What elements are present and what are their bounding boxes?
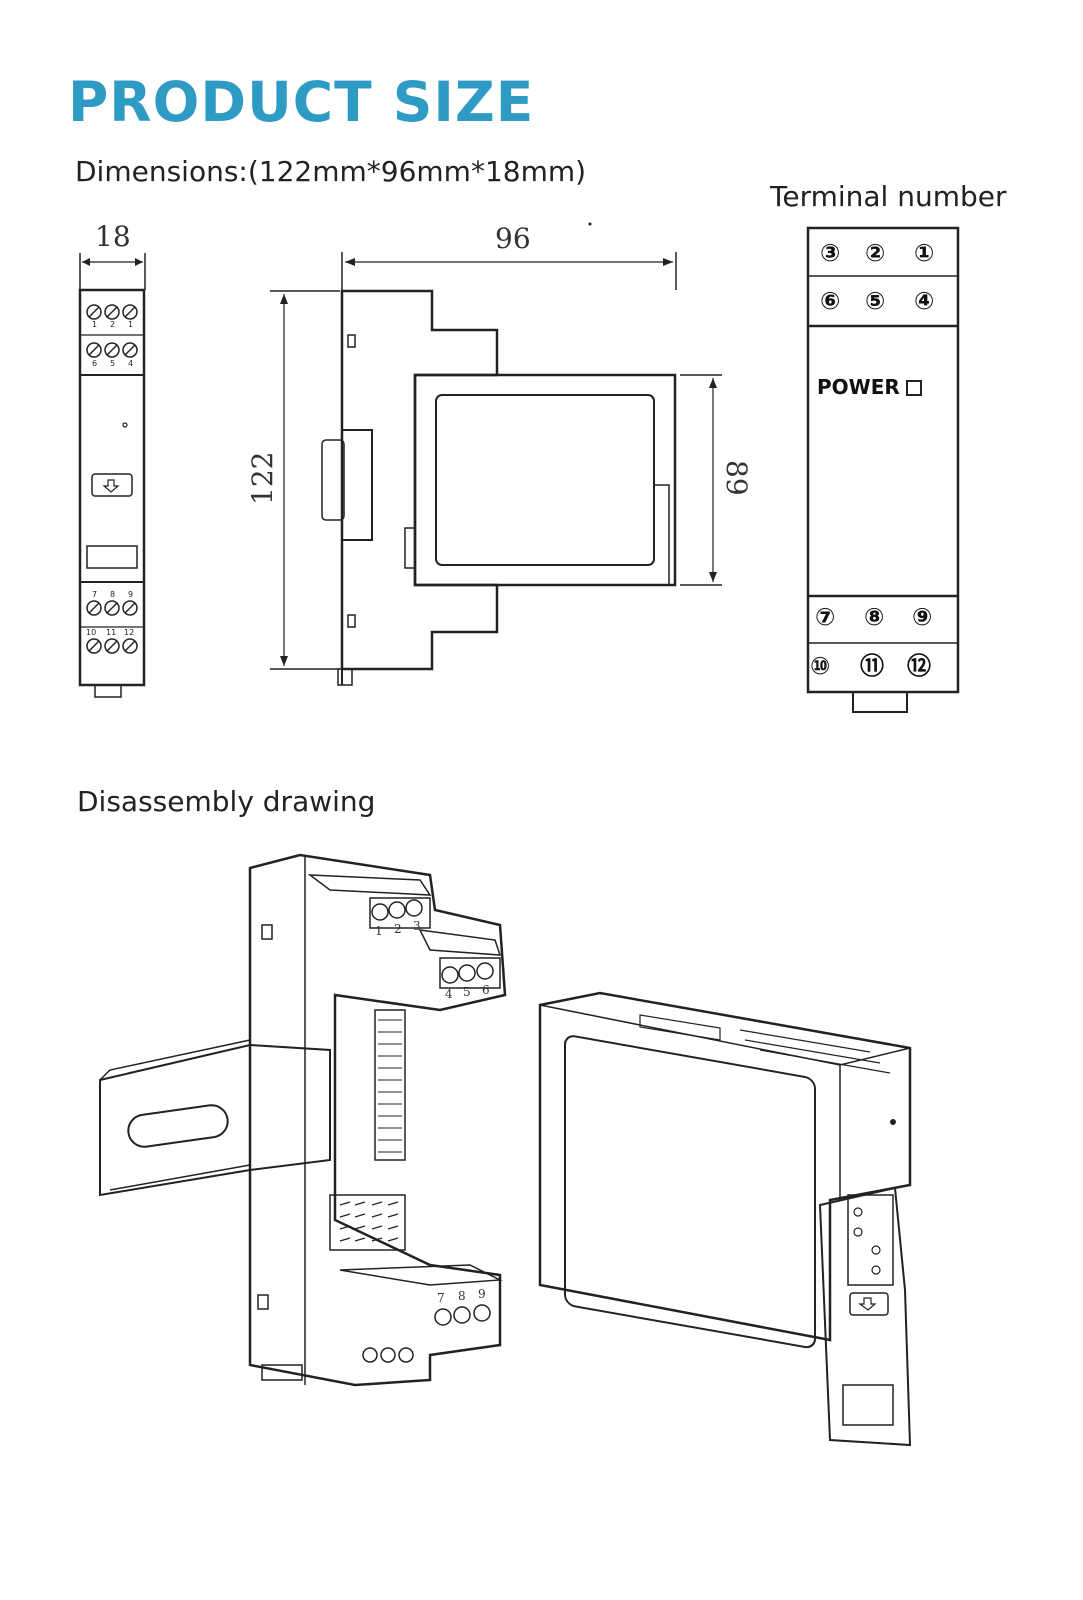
disasm-bottom-label: 7 — [437, 1291, 445, 1305]
front-top-label: 5 — [110, 359, 115, 368]
depth-dimension-label: 96 — [495, 222, 531, 255]
disasm-top-label: 1 — [375, 924, 383, 938]
disasm-top-label: 6 — [482, 983, 490, 997]
front-top-label: 4 — [128, 359, 133, 368]
disasm-bottom-label: 9 — [478, 1287, 486, 1301]
disasm-top-label: 5 — [463, 985, 471, 999]
front-bottom-label: 7 — [92, 590, 97, 599]
front-bottom-label: 9 — [128, 590, 133, 599]
disasm-bottom-label: 8 — [458, 1289, 466, 1303]
terminal-2: ② — [865, 239, 885, 267]
terminal-9: ⑨ — [912, 603, 932, 631]
disassembly-drawing: 1 2 3 4 5 6 7 8 9 — [99, 853, 912, 1447]
terminal-panel: ③ ② ① ⑥ ⑤ ④ POWER ⑦ ⑧ ⑨ ⑩ ⑪ ⑫ — [806, 226, 960, 713]
terminal-8: ⑧ — [864, 603, 884, 631]
cover-height-dimension-label: 89 — [720, 460, 753, 496]
terminal-3: ③ — [820, 239, 840, 267]
terminal-11: ⑪ — [860, 652, 884, 680]
front-bottom-label: 11 — [106, 628, 116, 637]
width-dimension-label: 18 — [95, 220, 131, 253]
side-view: 96 122 89 — [246, 222, 753, 686]
front-top-label: 6 — [92, 359, 97, 368]
disasm-top-label: 4 — [445, 987, 453, 1001]
disasm-top-label: 2 — [394, 922, 402, 936]
power-label: POWER — [817, 375, 900, 399]
terminal-1: ① — [914, 239, 934, 267]
front-top-label: 2 — [110, 320, 115, 329]
disassembly-title: Disassembly drawing — [77, 785, 376, 818]
dimensions-text: Dimensions:(122mm*96mm*18mm) — [75, 155, 587, 188]
height-dimension-label: 122 — [246, 452, 279, 505]
terminal-5: ⑤ — [865, 287, 885, 315]
disasm-top-label: 3 — [413, 919, 421, 933]
page-title: PRODUCT SIZE — [68, 70, 535, 134]
terminal-10: ⑩ — [810, 652, 830, 680]
front-view: 18 1 2 1 6 5 4 7 8 — [78, 220, 146, 698]
power-indicator — [906, 380, 922, 396]
front-bottom-label: 8 — [110, 590, 115, 599]
front-top-label: 1 — [128, 320, 133, 329]
front-bottom-label: 12 — [124, 628, 134, 637]
terminal-number-title: Terminal number — [770, 180, 1007, 213]
terminal-4: ④ — [914, 287, 934, 315]
terminal-6: ⑥ — [820, 287, 840, 315]
terminal-7: ⑦ — [815, 603, 835, 631]
terminal-12: ⑫ — [907, 652, 931, 680]
front-bottom-label: 10 — [86, 628, 96, 637]
front-top-label: 1 — [92, 320, 97, 329]
